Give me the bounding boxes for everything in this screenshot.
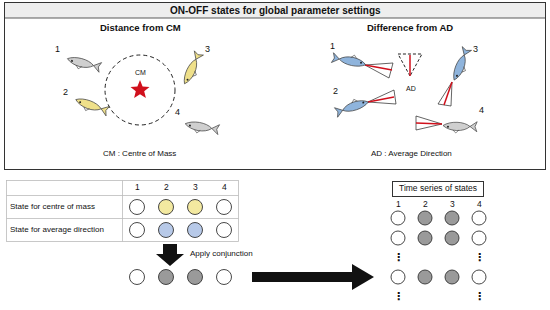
- panel-heading: Distance from CM: [100, 23, 181, 33]
- fish-number: 2: [333, 87, 338, 97]
- row-label: State for centre of mass: [10, 203, 95, 212]
- column-header: 1: [396, 200, 401, 209]
- row-label: State for average direction: [10, 226, 104, 235]
- heading-box: Time series of states: [392, 181, 484, 197]
- fish-number: 3: [473, 45, 478, 55]
- abbreviation-note: AD : Average Direction: [371, 150, 452, 159]
- column-header: 2: [164, 183, 169, 192]
- fish-number: 4: [479, 106, 484, 116]
- column-header: 1: [135, 183, 140, 192]
- column-header: 4: [222, 183, 227, 192]
- arrow-label: Apply conjunction: [190, 250, 253, 259]
- fish-number: 3: [205, 45, 210, 55]
- panel-heading: Difference from AD: [367, 23, 453, 33]
- continuation-dots: ⋮: [474, 251, 485, 263]
- fish-number: 2: [63, 88, 68, 98]
- fish-number: 4: [175, 108, 180, 118]
- point-label: CM: [135, 69, 146, 77]
- column-header: 4: [477, 200, 482, 209]
- continuation-dots: ⋮: [393, 251, 404, 263]
- column-header: 3: [193, 183, 198, 192]
- column-header: 3: [450, 200, 455, 209]
- box-heading: Time series of states: [399, 184, 477, 194]
- continuation-dots: ⋮: [393, 290, 404, 302]
- figure-title: ON-OFF states for global parameter setti…: [170, 5, 381, 16]
- continuation-dots: ⋮: [474, 290, 485, 302]
- column-header: 2: [423, 200, 428, 209]
- fish-number: 1: [330, 42, 335, 52]
- point-label: AD: [406, 85, 416, 93]
- abbreviation-note: CM : Centre of Mass: [103, 150, 176, 159]
- fish-number: 1: [55, 45, 60, 55]
